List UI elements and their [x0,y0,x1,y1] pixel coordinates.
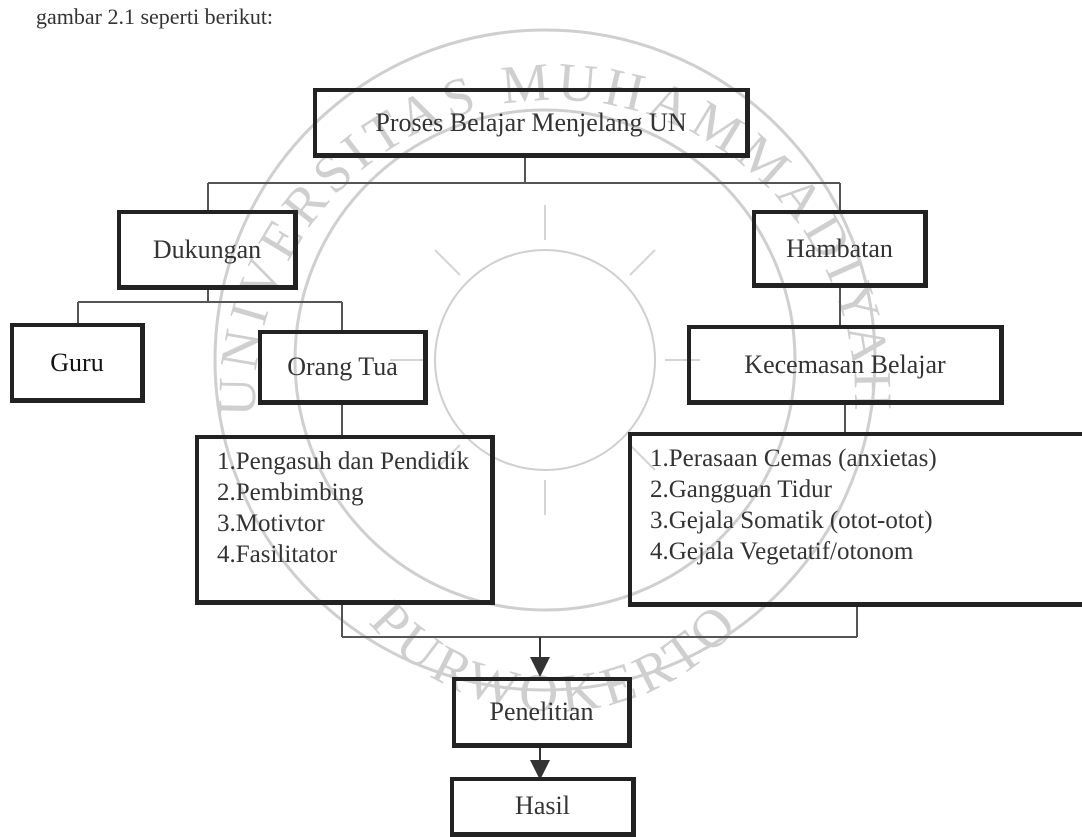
watermark-outer-ring [213,28,877,692]
watermark-emblem-ring [434,249,656,471]
node-proses-belajar: Proses Belajar Menjelang UN [313,88,750,158]
list-orang-tua-roles: 1.Pengasuh dan Pendidik 2.Pembimbing 3.M… [195,435,495,605]
node-penelitian: Penelitian [452,677,632,748]
node-hasil: Hasil [450,777,636,837]
watermark-inner-ring [293,108,797,612]
list-item: 2.Pembimbing [217,479,364,506]
node-dukungan: Dukungan [117,210,298,290]
node-orang-tua: Orang Tua [258,330,428,405]
node-guru: Guru [10,323,145,403]
list-item: 2.Gangguan Tidur [650,476,832,503]
list-item: 1.Pengasuh dan Pendidik [217,448,470,475]
list-item: 3.Gejala Somatik (otot-otot) [650,507,933,534]
list-item: 1.Perasaan Cemas (anxietas) [650,445,937,472]
list-item: 3.Motivtor [217,510,325,537]
node-hambatan: Hambatan [752,210,928,288]
list-item: 4.Gejala Vegetatif/otonom [650,538,914,565]
list-item: 4.Fasilitator [217,541,338,568]
list-kecemasan-symptoms: 1.Perasaan Cemas (anxietas) 2.Gangguan T… [628,432,1082,607]
node-kecemasan-belajar: Kecemasan Belajar [687,325,1004,405]
sun-rays-icon [390,205,700,515]
intro-text: gambar 2.1 seperti berikut: [36,4,274,29]
